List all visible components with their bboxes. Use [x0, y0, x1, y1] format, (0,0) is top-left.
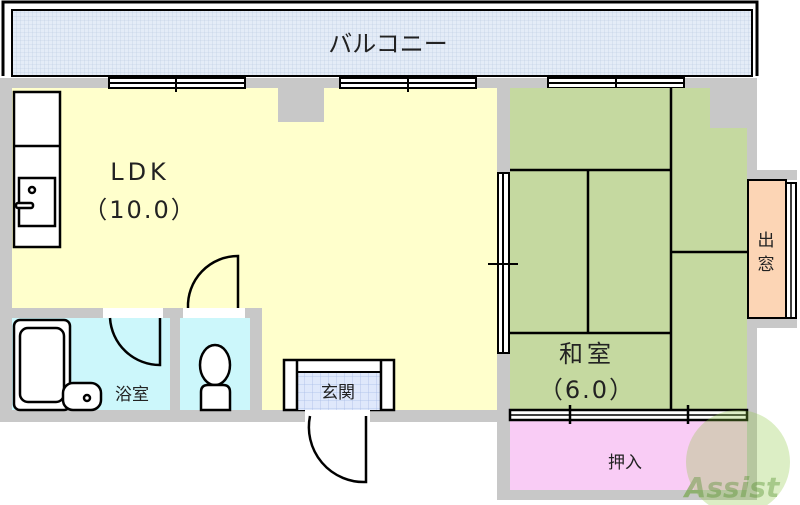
bay-window-label-2: 窓 — [758, 255, 775, 275]
washbasin-icon — [61, 381, 103, 412]
washitsu-room — [488, 88, 747, 410]
entrance-door-icon — [307, 415, 368, 484]
ldk-label: LDK — [110, 158, 170, 186]
genkan: 玄関 — [282, 358, 396, 484]
bath-door-icon — [108, 317, 162, 367]
ldk-room: LDK （10.0） — [12, 88, 497, 410]
tatami-lines — [510, 88, 747, 410]
room-labels: 和室 （6.0） 出 窓 押入 — [539, 231, 775, 473]
bathroom: 浴室 — [12, 308, 170, 412]
ldk-size: （10.0） — [83, 196, 196, 224]
closet-label: 押入 — [608, 453, 642, 473]
balcony-windows — [108, 76, 685, 92]
washitsu-label: 和室 — [559, 340, 615, 368]
genkan-label: 玄関 — [321, 383, 355, 403]
toilet-icon — [198, 343, 232, 412]
logo-text: Assist — [683, 471, 781, 504]
balcony-label: バルコニー — [328, 30, 448, 58]
kitchen-counter — [12, 90, 62, 249]
toilet-door-icon — [186, 254, 240, 309]
assist-logo: Assist — [683, 410, 790, 505]
washitsu-window — [488, 172, 518, 354]
bay-window — [747, 179, 797, 319]
bath-label: 浴室 — [115, 385, 149, 405]
closet — [508, 405, 749, 490]
balcony: バルコニー — [1, 0, 759, 77]
toilet-room — [180, 254, 250, 412]
washitsu-size: （6.0） — [539, 376, 635, 404]
bay-window-label-1: 出 — [758, 231, 775, 251]
